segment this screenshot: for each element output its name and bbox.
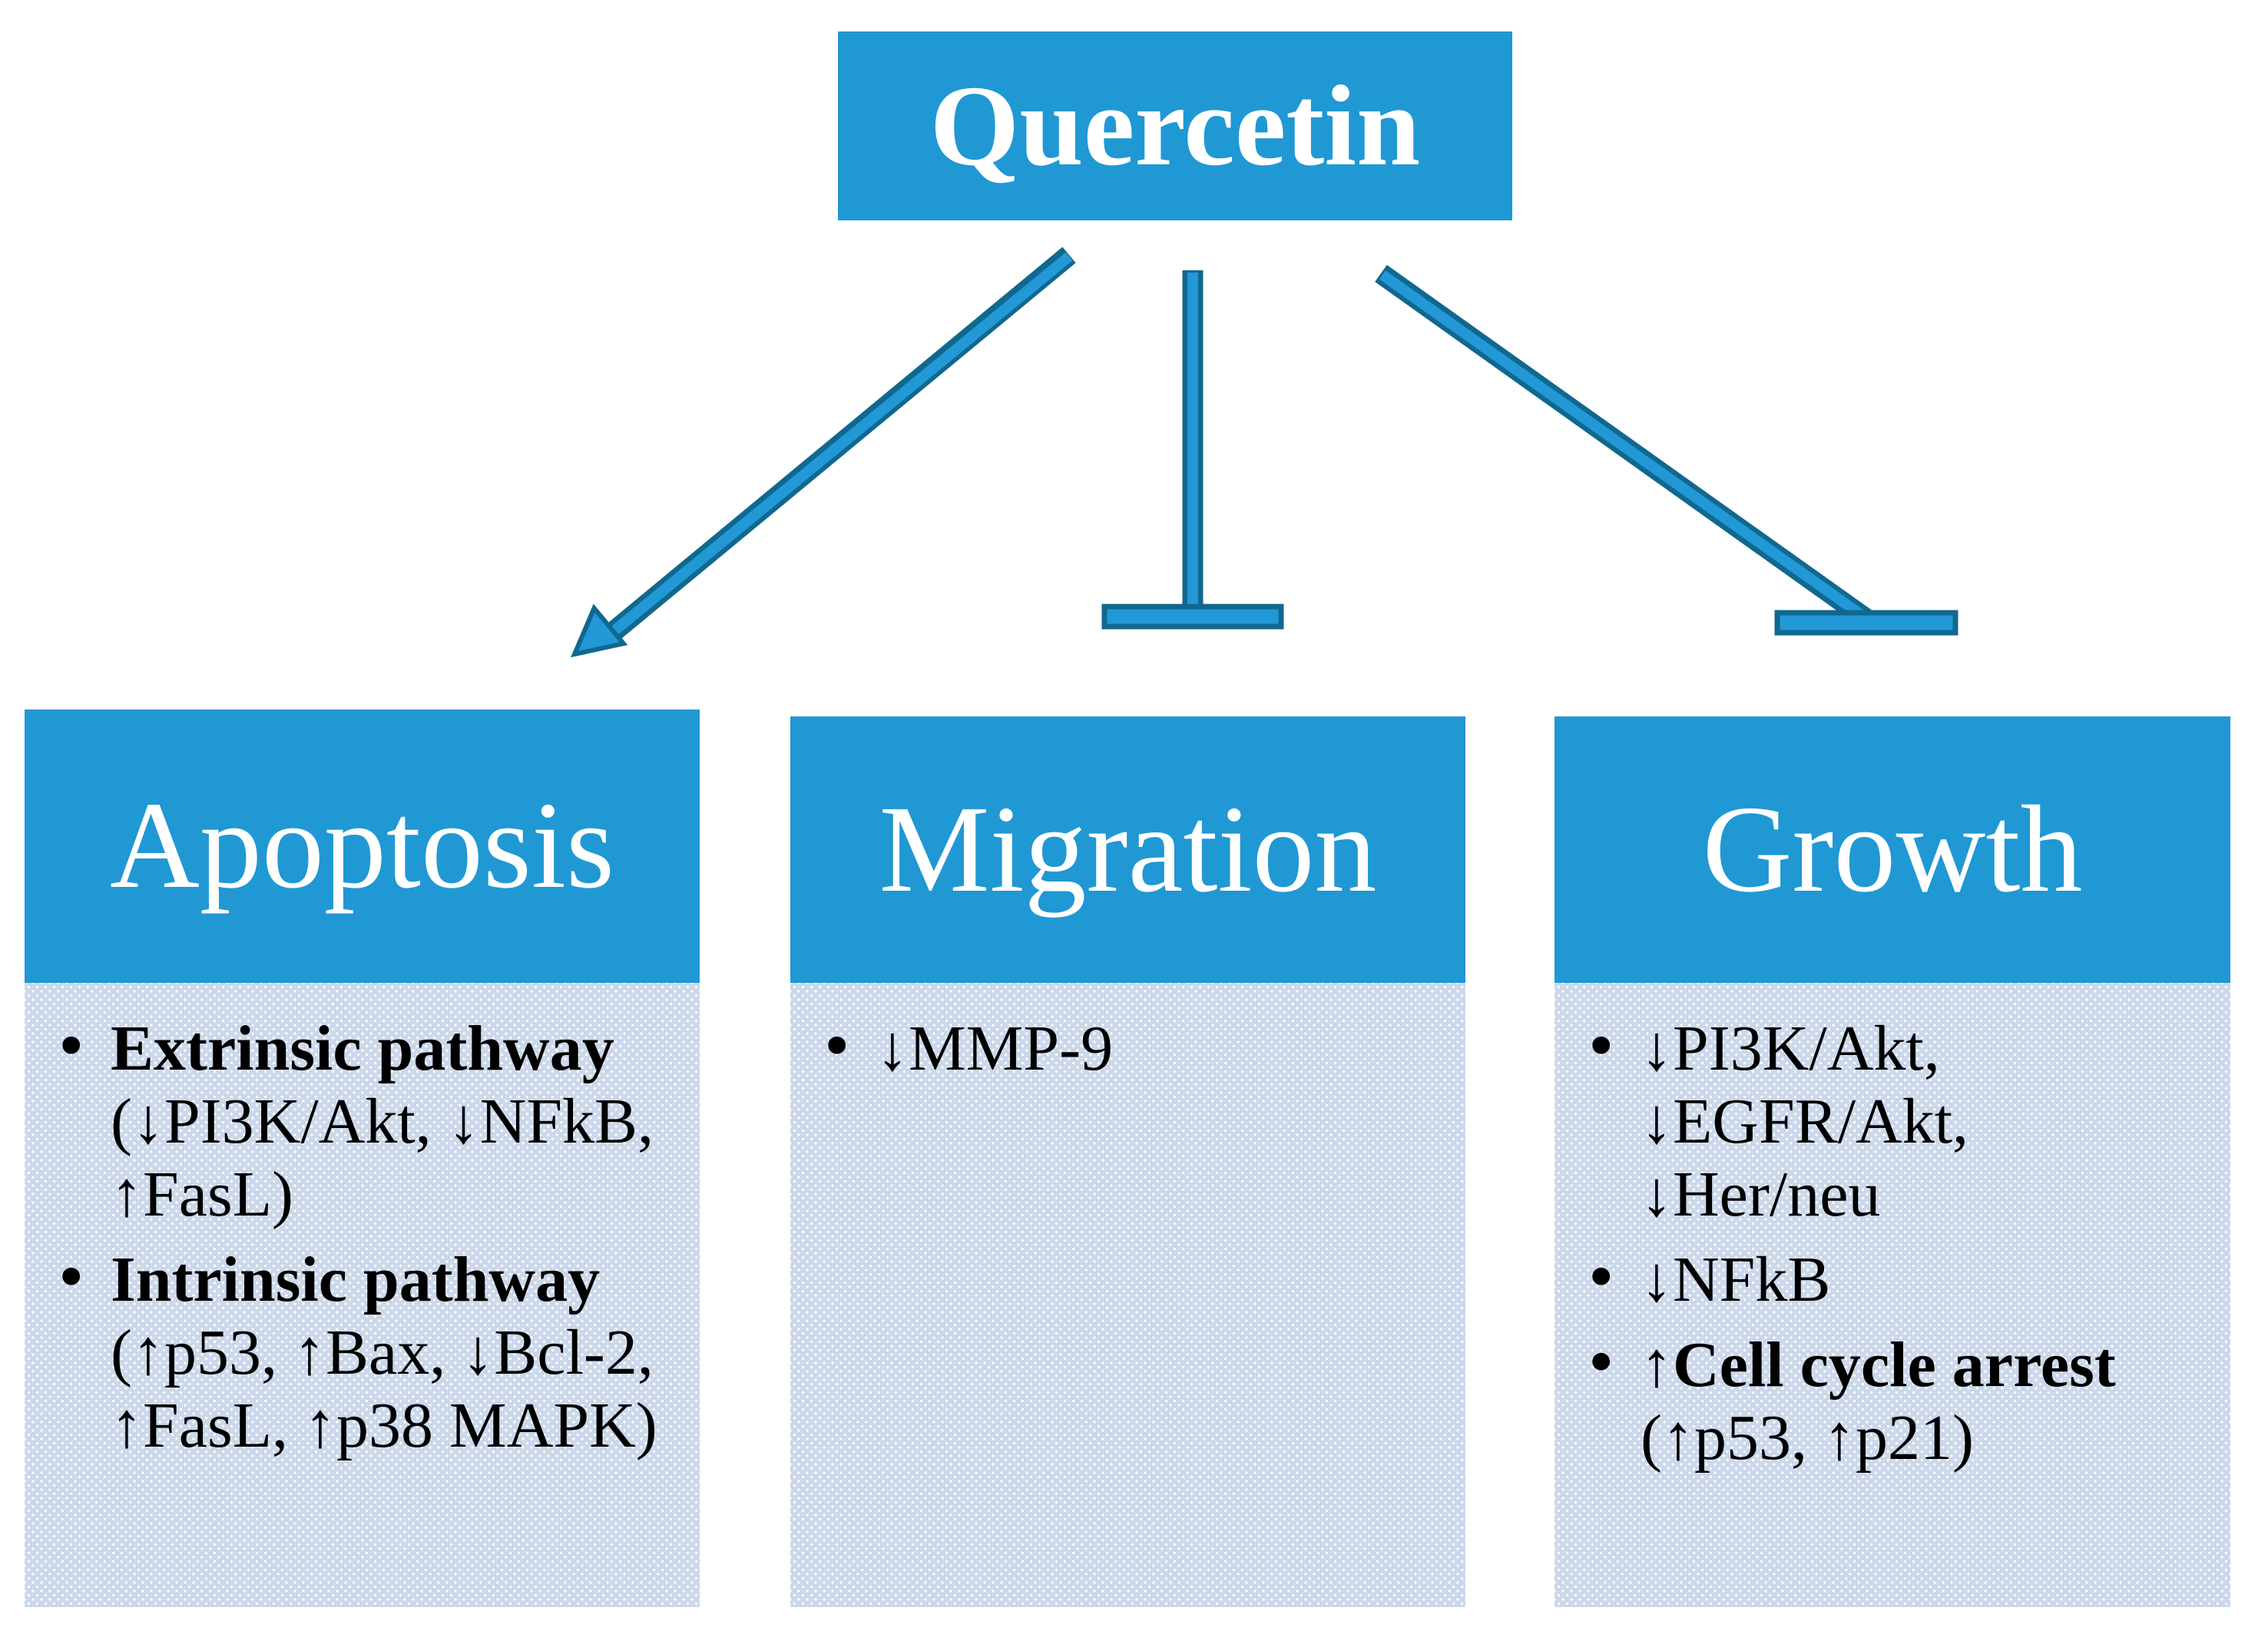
migration-bullet-list: • ↓MMP-9 — [790, 983, 1465, 1085]
list-item: • ↑Cell cycle arrest (↑p53, ↑p21) — [1554, 1326, 2197, 1474]
inhibit-connector-quercetin-to-migration — [1101, 270, 1284, 630]
arrow-shaft-highlight — [604, 252, 1073, 640]
node-migration: Migration • ↓MMP-9 — [790, 716, 1465, 1607]
apoptosis-bullet-list: • Extrinsic pathway (↓PI3K/Akt, ↓NFkB, ↑F… — [25, 983, 700, 1462]
root-node-label: Quercetin — [929, 62, 1421, 190]
migration-title: Migration — [790, 716, 1465, 983]
bullet-regular-text: (↓PI3K/Akt, ↓NFkB, ↑FasL) — [111, 1086, 654, 1230]
migration-body: • ↓MMP-9 — [790, 983, 1465, 1607]
inhibition-bar-icon — [1101, 604, 1284, 630]
inhibition-bar-icon — [1774, 610, 1958, 636]
list-item: • Intrinsic pathway (↑p53, ↑Bax, ↓Bcl-2, … — [25, 1241, 666, 1462]
bullet-prefix: ↓NFkB — [1641, 1244, 1831, 1315]
bullet-prefix: ↑ — [1641, 1329, 1673, 1401]
bullet-icon: • — [60, 1010, 83, 1081]
growth-title: Growth — [1554, 716, 2230, 983]
promote-arrow-quercetin-to-apoptosis — [570, 246, 1076, 658]
bullet-prefix: ↓MMP-9 — [876, 1013, 1114, 1084]
bullet-icon: • — [1590, 1241, 1613, 1312]
bullet-prefix: ↓PI3K/Akt, ↓EGFR/Akt, ↓Her/neu — [1641, 1013, 1969, 1230]
list-item: • ↓MMP-9 — [790, 1010, 1432, 1085]
bullet-bold-text: Extrinsic pathway — [111, 1013, 614, 1084]
arrowhead-icon — [570, 604, 628, 658]
bullet-bold-text: Intrinsic pathway — [111, 1244, 601, 1315]
node-apoptosis: Apoptosis • Extrinsic pathway (↓PI3K/Akt,… — [25, 710, 700, 1607]
bullet-regular-text: (↑p53, ↑p21) — [1641, 1402, 1974, 1474]
growth-bullet-list: • ↓PI3K/Akt, ↓EGFR/Akt, ↓Her/neu • ↓NFkB •… — [1554, 983, 2230, 1474]
bullet-icon: • — [1590, 1326, 1613, 1398]
list-item: • ↓NFkB — [1554, 1241, 2197, 1316]
inhibit-connector-quercetin-to-growth — [1375, 265, 1958, 636]
bullet-icon: • — [60, 1241, 83, 1312]
node-growth: Growth • ↓PI3K/Akt, ↓EGFR/Akt, ↓Her/neu •… — [1554, 716, 2230, 1607]
bullet-icon: • — [1590, 1010, 1613, 1081]
bullet-regular-text: (↑p53, ↑Bax, ↓Bcl-2, ↑FasL, ↑p38 MAPK) — [111, 1317, 657, 1461]
apoptosis-body: • Extrinsic pathway (↓PI3K/Akt, ↓NFkB, ↑F… — [25, 983, 700, 1607]
bullet-bold-text: Cell cycle arrest — [1673, 1329, 2116, 1401]
apoptosis-title: Apoptosis — [25, 710, 700, 983]
root-node-quercetin: Quercetin — [838, 31, 1512, 220]
growth-body: • ↓PI3K/Akt, ↓EGFR/Akt, ↓Her/neu • ↓NFkB •… — [1554, 983, 2230, 1607]
inhibit-shaft-highlight — [1379, 270, 1869, 622]
list-item: • ↓PI3K/Akt, ↓EGFR/Akt, ↓Her/neu — [1554, 1010, 2197, 1231]
list-item: • Extrinsic pathway (↓PI3K/Akt, ↓NFkB, ↑F… — [25, 1010, 666, 1231]
bullet-icon: • — [826, 1010, 849, 1081]
